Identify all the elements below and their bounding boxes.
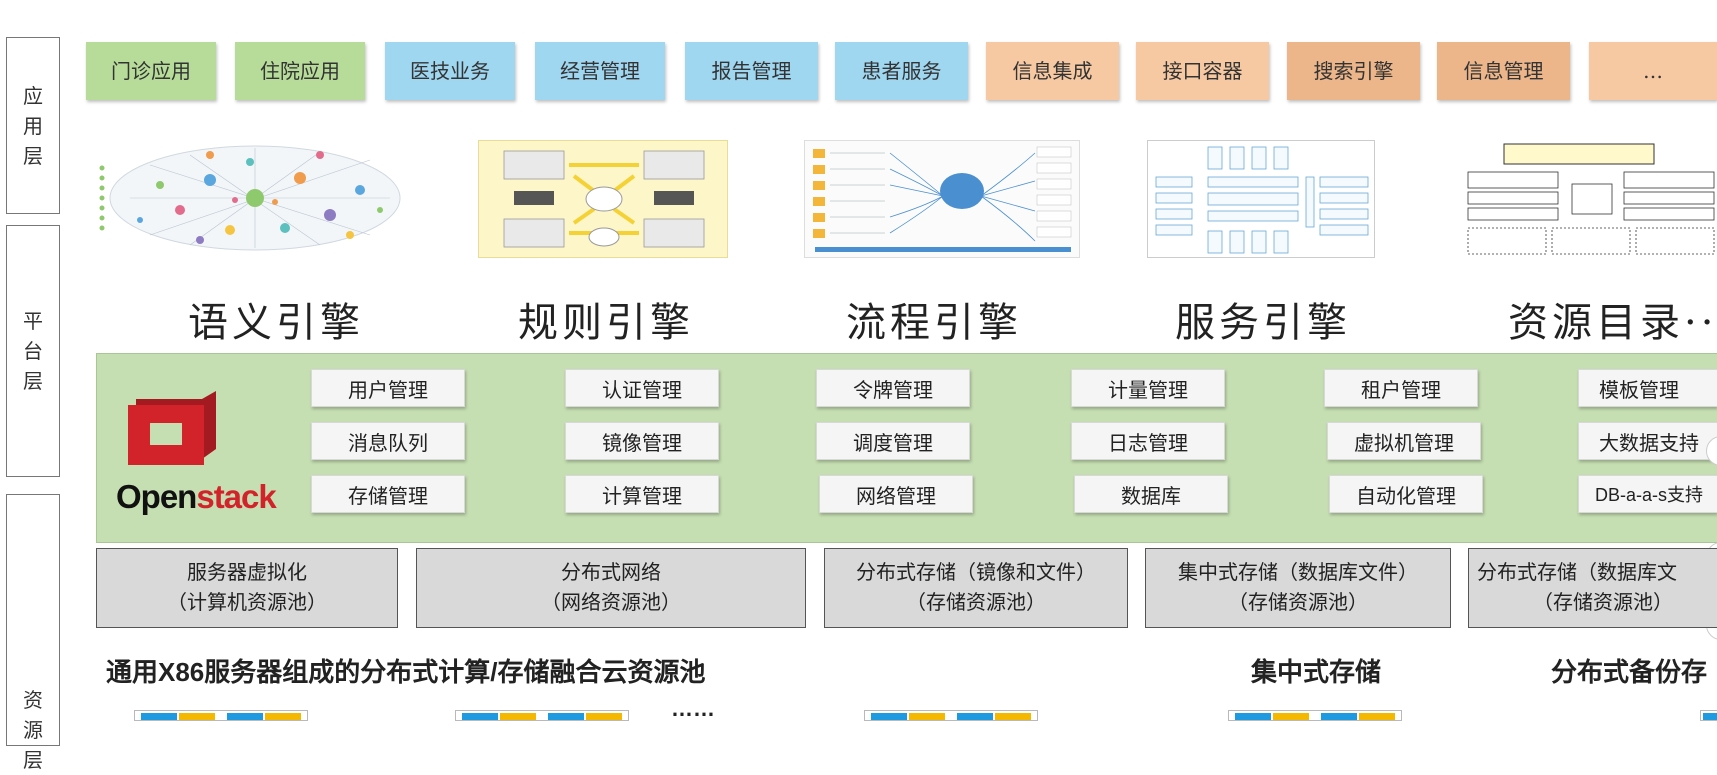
server-rack-icon [864, 710, 1038, 721]
engine-label-workflow: 流程引擎 [846, 300, 1022, 346]
module-automation-management[interactable]: 自动化管理 [1329, 475, 1483, 513]
module-network-management[interactable]: 网络管理 [819, 475, 973, 513]
app-tile-more[interactable]: … [1589, 42, 1717, 100]
openstack-logo-text: Openstack [116, 478, 277, 515]
engine-label-service: 服务引擎 [1175, 300, 1351, 346]
app-tile-medical-tech[interactable]: 医技业务 [385, 42, 515, 100]
resource-catalog-thumbnail [1464, 140, 1717, 258]
module-vm-management[interactable]: 虚拟机管理 [1327, 422, 1481, 460]
layer-label-platform: 平台层 [6, 225, 60, 477]
app-tile-patient-service[interactable]: 患者服务 [835, 42, 968, 100]
pool-central-storage-db[interactable]: 集中式存储（数据库文件）（存储资源池） [1145, 548, 1451, 628]
central-storage-caption: 集中式存储 [1251, 657, 1382, 687]
module-metering-management[interactable]: 计量管理 [1071, 369, 1225, 407]
app-tile-info-management[interactable]: 信息管理 [1437, 42, 1570, 100]
module-database[interactable]: 数据库 [1074, 475, 1228, 513]
module-token-management[interactable]: 令牌管理 [816, 369, 970, 407]
app-tile-reports[interactable]: 报告管理 [685, 42, 818, 100]
openstack-logo-icon [124, 389, 224, 467]
module-big-data-support[interactable]: 大数据支持 [1578, 422, 1717, 460]
server-rack-icon [134, 710, 308, 721]
app-tile-interface-container[interactable]: 接口容器 [1136, 42, 1269, 100]
module-scheduling-management[interactable]: 调度管理 [816, 422, 970, 460]
module-auth-management[interactable]: 认证管理 [565, 369, 719, 407]
module-user-management[interactable]: 用户管理 [311, 369, 465, 407]
module-compute-management[interactable]: 计算管理 [565, 475, 719, 513]
backup-rack-icon [1700, 710, 1717, 721]
pool-distributed-storage-db[interactable]: 分布式存储（数据库文（存储资源池） [1468, 548, 1717, 628]
pool-distributed-storage-image-file[interactable]: 分布式存储（镜像和文件）（存储资源池） [824, 548, 1128, 628]
engine-label-rules: 规则引擎 [518, 300, 694, 346]
server-rack-icon [455, 710, 629, 721]
module-message-queue[interactable]: 消息队列 [311, 422, 465, 460]
engine-label-semantic: 语义引擎 [188, 300, 364, 346]
engine-label-resource-catalog: 资源目录·· [1508, 300, 1717, 346]
pool-distributed-network[interactable]: 分布式网络（网络资源池） [416, 548, 806, 628]
workflow-engine-thumbnail [804, 140, 1080, 258]
storage-rack-icon [1228, 710, 1402, 721]
app-tile-operations[interactable]: 经营管理 [535, 42, 665, 100]
layer-label-resource: 资源层 [6, 494, 60, 772]
app-tile-inpatient[interactable]: 住院应用 [235, 42, 365, 100]
module-image-management[interactable]: 镜像管理 [565, 422, 719, 460]
distributed-backup-caption: 分布式备份存 [1551, 657, 1708, 687]
module-log-management[interactable]: 日志管理 [1071, 422, 1225, 460]
app-tile-search-engine[interactable]: 搜索引擎 [1287, 42, 1420, 100]
module-dbaas-support[interactable]: DB-a-a-s支持 [1578, 475, 1717, 513]
service-engine-thumbnail [1147, 140, 1375, 258]
module-template-management[interactable]: 模板管理 [1578, 369, 1717, 407]
app-tile-outpatient[interactable]: 门诊应用 [86, 42, 216, 100]
servers-ellipsis: …… [671, 696, 715, 721]
rules-engine-thumbnail [478, 140, 728, 258]
pool-server-virtualization[interactable]: 服务器虚拟化（计算机资源池） [96, 548, 398, 628]
layer-label-app: 应用层 [6, 37, 60, 214]
cloud-pool-caption: 通用X86服务器组成的分布式计算/存储融合云资源池 [106, 657, 706, 687]
semantic-network-thumbnail [90, 140, 405, 258]
app-tile-info-integration[interactable]: 信息集成 [986, 42, 1119, 100]
module-storage-management[interactable]: 存储管理 [311, 475, 465, 513]
module-tenant-management[interactable]: 租户管理 [1324, 369, 1478, 407]
